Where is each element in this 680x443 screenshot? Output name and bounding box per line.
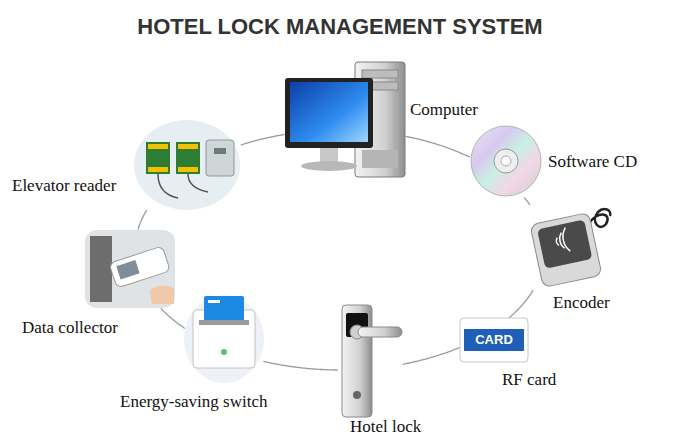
cd-picture-part [501,156,511,166]
elevator-reader-picture [134,120,240,210]
energy-switch-picture-part [199,320,249,325]
encoder-picture-part-part [554,228,570,254]
ring-connector [263,361,337,370]
elevator-reader-picture-part [206,140,234,176]
card-text: CARD [460,332,528,348]
energy-switch-picture-part [184,295,264,383]
encoder-picture-part-part [530,212,602,287]
ring-connector [403,348,460,365]
rf-card-picture-part [460,318,528,362]
component-label: Energy-saving switch [120,392,267,412]
elevator-reader-picture-part [176,142,200,174]
component-node: Software CD [470,125,542,197]
energy-switch-picture-part [204,296,244,322]
ring-connector [406,136,470,157]
hotel-lock-picture [342,305,402,417]
computer-picture-part [285,78,373,148]
cd-picture-part [494,149,518,173]
component-label: Encoder [553,293,610,313]
computer-picture-part [362,150,398,168]
elevator-reader-picture-part [214,148,226,154]
hotel-lock-picture-part [342,305,372,417]
computer-picture-part [290,82,368,142]
computer-picture-part [362,70,398,78]
component-node: Data collector [85,230,175,308]
elevator-reader-picture-part [146,142,170,174]
ring-connector [138,210,147,230]
component-label: Software CD [548,152,637,172]
encoder-picture [530,209,610,288]
diagram-title: HOTEL LOCK MANAGEMENT SYSTEM [0,14,680,40]
data-collector-picture-part [85,230,175,308]
ring-connector [161,308,185,328]
rf-card-picture [460,318,528,362]
energy-switch-picture-part [208,300,220,303]
component-node: Hotel lock [338,305,402,417]
component-label: Hotel lock [350,417,421,437]
data-collector-picture-part [150,285,174,304]
data-collector-picture [85,230,175,308]
hotel-lock-picture-part [358,327,402,337]
data-collector-picture-part-part [116,260,139,279]
computer-picture-part [320,148,338,162]
energy-switch-picture [184,295,264,383]
component-node: Encoder [528,205,608,290]
component-node: Computer [285,62,405,177]
ring-connector [241,135,285,146]
component-node: Energy-saving switch [185,295,263,383]
data-collector-picture-part [109,246,170,288]
elevator-reader-picture-part [148,144,168,149]
component-label: Data collector [22,318,118,338]
component-node: Elevator reader [135,120,240,210]
elevator-reader-picture-part [148,167,168,172]
encoder-picture-part [530,212,602,287]
encoder-picture-part-part [537,220,592,269]
computer-picture-part [301,161,357,171]
component-label: Elevator reader [12,176,116,196]
ring-connector [524,197,530,205]
encoder-picture-part [590,209,610,227]
cd-picture-part [471,126,541,196]
data-collector-picture-part [90,236,112,302]
energy-switch-picture-part [221,349,227,355]
component-label: Computer [410,100,478,120]
ring-connector [509,290,533,318]
component-label: RF card [502,370,556,390]
elevator-reader-picture-part [134,120,240,210]
elevator-reader-picture-part [178,167,198,172]
cd-picture [471,126,541,196]
elevator-reader-picture-part [178,144,198,149]
computer-picture [285,62,405,177]
elevator-reader-picture-part [158,174,208,198]
data-collector-picture-part-part [109,246,170,288]
hotel-lock-picture-part [353,391,361,399]
